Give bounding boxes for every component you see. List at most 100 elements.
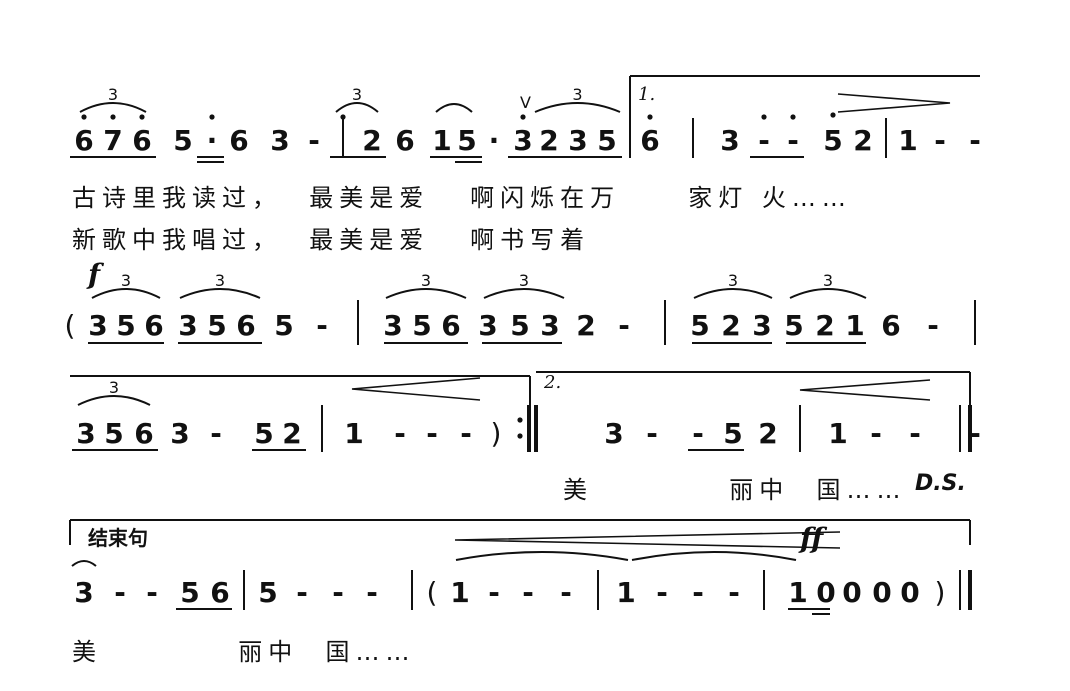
triplet-number: 3	[572, 85, 582, 104]
note: 3	[513, 124, 532, 157]
note: ·	[207, 124, 218, 157]
octave-dot	[830, 112, 836, 118]
note: 5	[723, 417, 742, 450]
lyric-line-3: 美 丽中 国……	[563, 476, 907, 504]
note: 1	[450, 576, 469, 609]
note: 6	[144, 309, 163, 342]
note: 5	[207, 309, 226, 342]
lyric-line-2: 新歌中我唱过， 最美是爱 啊书写着	[72, 226, 591, 254]
note: 0	[900, 576, 919, 609]
note: 6	[395, 124, 414, 157]
note: 5	[597, 124, 616, 157]
note: -	[758, 124, 770, 157]
note: -	[366, 576, 378, 609]
triplet-number: 3	[421, 271, 431, 290]
note: 0	[872, 576, 891, 609]
note: 6	[210, 576, 229, 609]
note: 5	[690, 309, 709, 342]
note: -	[522, 576, 534, 609]
note: -	[870, 417, 882, 450]
note: ·	[489, 124, 500, 157]
triplet-number: 3	[823, 271, 833, 290]
triplet-slur	[385, 288, 467, 299]
lyric-line-4: 美 丽中 国……	[72, 638, 416, 666]
hairpin	[837, 93, 951, 113]
ds-marking: D.S.	[915, 471, 966, 496]
note: 5	[258, 576, 277, 609]
note: -	[934, 124, 946, 157]
note: 1	[432, 124, 451, 157]
note: -	[618, 309, 630, 342]
note: -	[460, 417, 472, 450]
triplet-number: 3	[109, 378, 119, 397]
note: 3	[540, 309, 559, 342]
paren: )	[935, 576, 946, 609]
note: 6	[229, 124, 248, 157]
note: 3	[170, 417, 189, 450]
dynamic-forte: f	[88, 258, 101, 291]
octave-dot	[110, 114, 116, 120]
triplet-number: 3	[215, 271, 225, 290]
triplet-number: 3	[121, 271, 131, 290]
note: 1	[788, 576, 807, 609]
octave-dot	[81, 114, 87, 120]
note: -	[692, 417, 704, 450]
note: -	[692, 576, 704, 609]
note: 3	[568, 124, 587, 157]
triplet-slur	[693, 288, 773, 299]
note: 5	[457, 124, 476, 157]
triplet-slur	[77, 395, 151, 406]
note: 0	[816, 576, 835, 609]
repeat-dot	[517, 433, 523, 439]
tie	[435, 103, 473, 113]
note: 6	[640, 124, 659, 157]
note: 2	[282, 417, 301, 450]
breath-mark: V	[520, 93, 531, 112]
note: 0	[842, 576, 861, 609]
note: 5	[104, 417, 123, 450]
triplet-number: 3	[728, 271, 738, 290]
repeat-dot	[517, 417, 523, 423]
note: 5	[784, 309, 803, 342]
triplet-number: 3	[519, 271, 529, 290]
note: 6	[881, 309, 900, 342]
note: -	[969, 124, 981, 157]
note: -	[114, 576, 126, 609]
note: -	[296, 576, 308, 609]
note: 1	[616, 576, 635, 609]
note: 5	[116, 309, 135, 342]
note: -	[316, 309, 328, 342]
octave-dot	[761, 114, 767, 120]
note: -	[308, 124, 320, 157]
note: -	[656, 576, 668, 609]
crescendo	[351, 377, 481, 401]
octave-dot	[139, 114, 145, 120]
crescendo	[454, 531, 841, 549]
triplet-slur	[91, 288, 161, 299]
dynamic-fortissimo: ff	[800, 522, 824, 555]
note: 5	[173, 124, 192, 157]
triplet-number: 3	[108, 85, 118, 104]
triplet-slur	[79, 102, 147, 113]
note: -	[332, 576, 344, 609]
octave-dot	[209, 114, 215, 120]
note: 3	[74, 576, 93, 609]
note: -	[927, 309, 939, 342]
note: 7	[103, 124, 122, 157]
note: 3	[720, 124, 739, 157]
note: 3	[270, 124, 289, 157]
note: 6	[134, 417, 153, 450]
note: 6	[74, 124, 93, 157]
note: 5	[180, 576, 199, 609]
triplet-slur	[179, 288, 261, 299]
paren: (	[65, 309, 76, 342]
crescendo	[799, 379, 931, 401]
note: 6	[441, 309, 460, 342]
note: -	[646, 417, 658, 450]
note: -	[560, 576, 572, 609]
note: 1	[898, 124, 917, 157]
triplet-slur	[534, 102, 621, 113]
note: 2	[539, 124, 558, 157]
note: 3	[752, 309, 771, 342]
